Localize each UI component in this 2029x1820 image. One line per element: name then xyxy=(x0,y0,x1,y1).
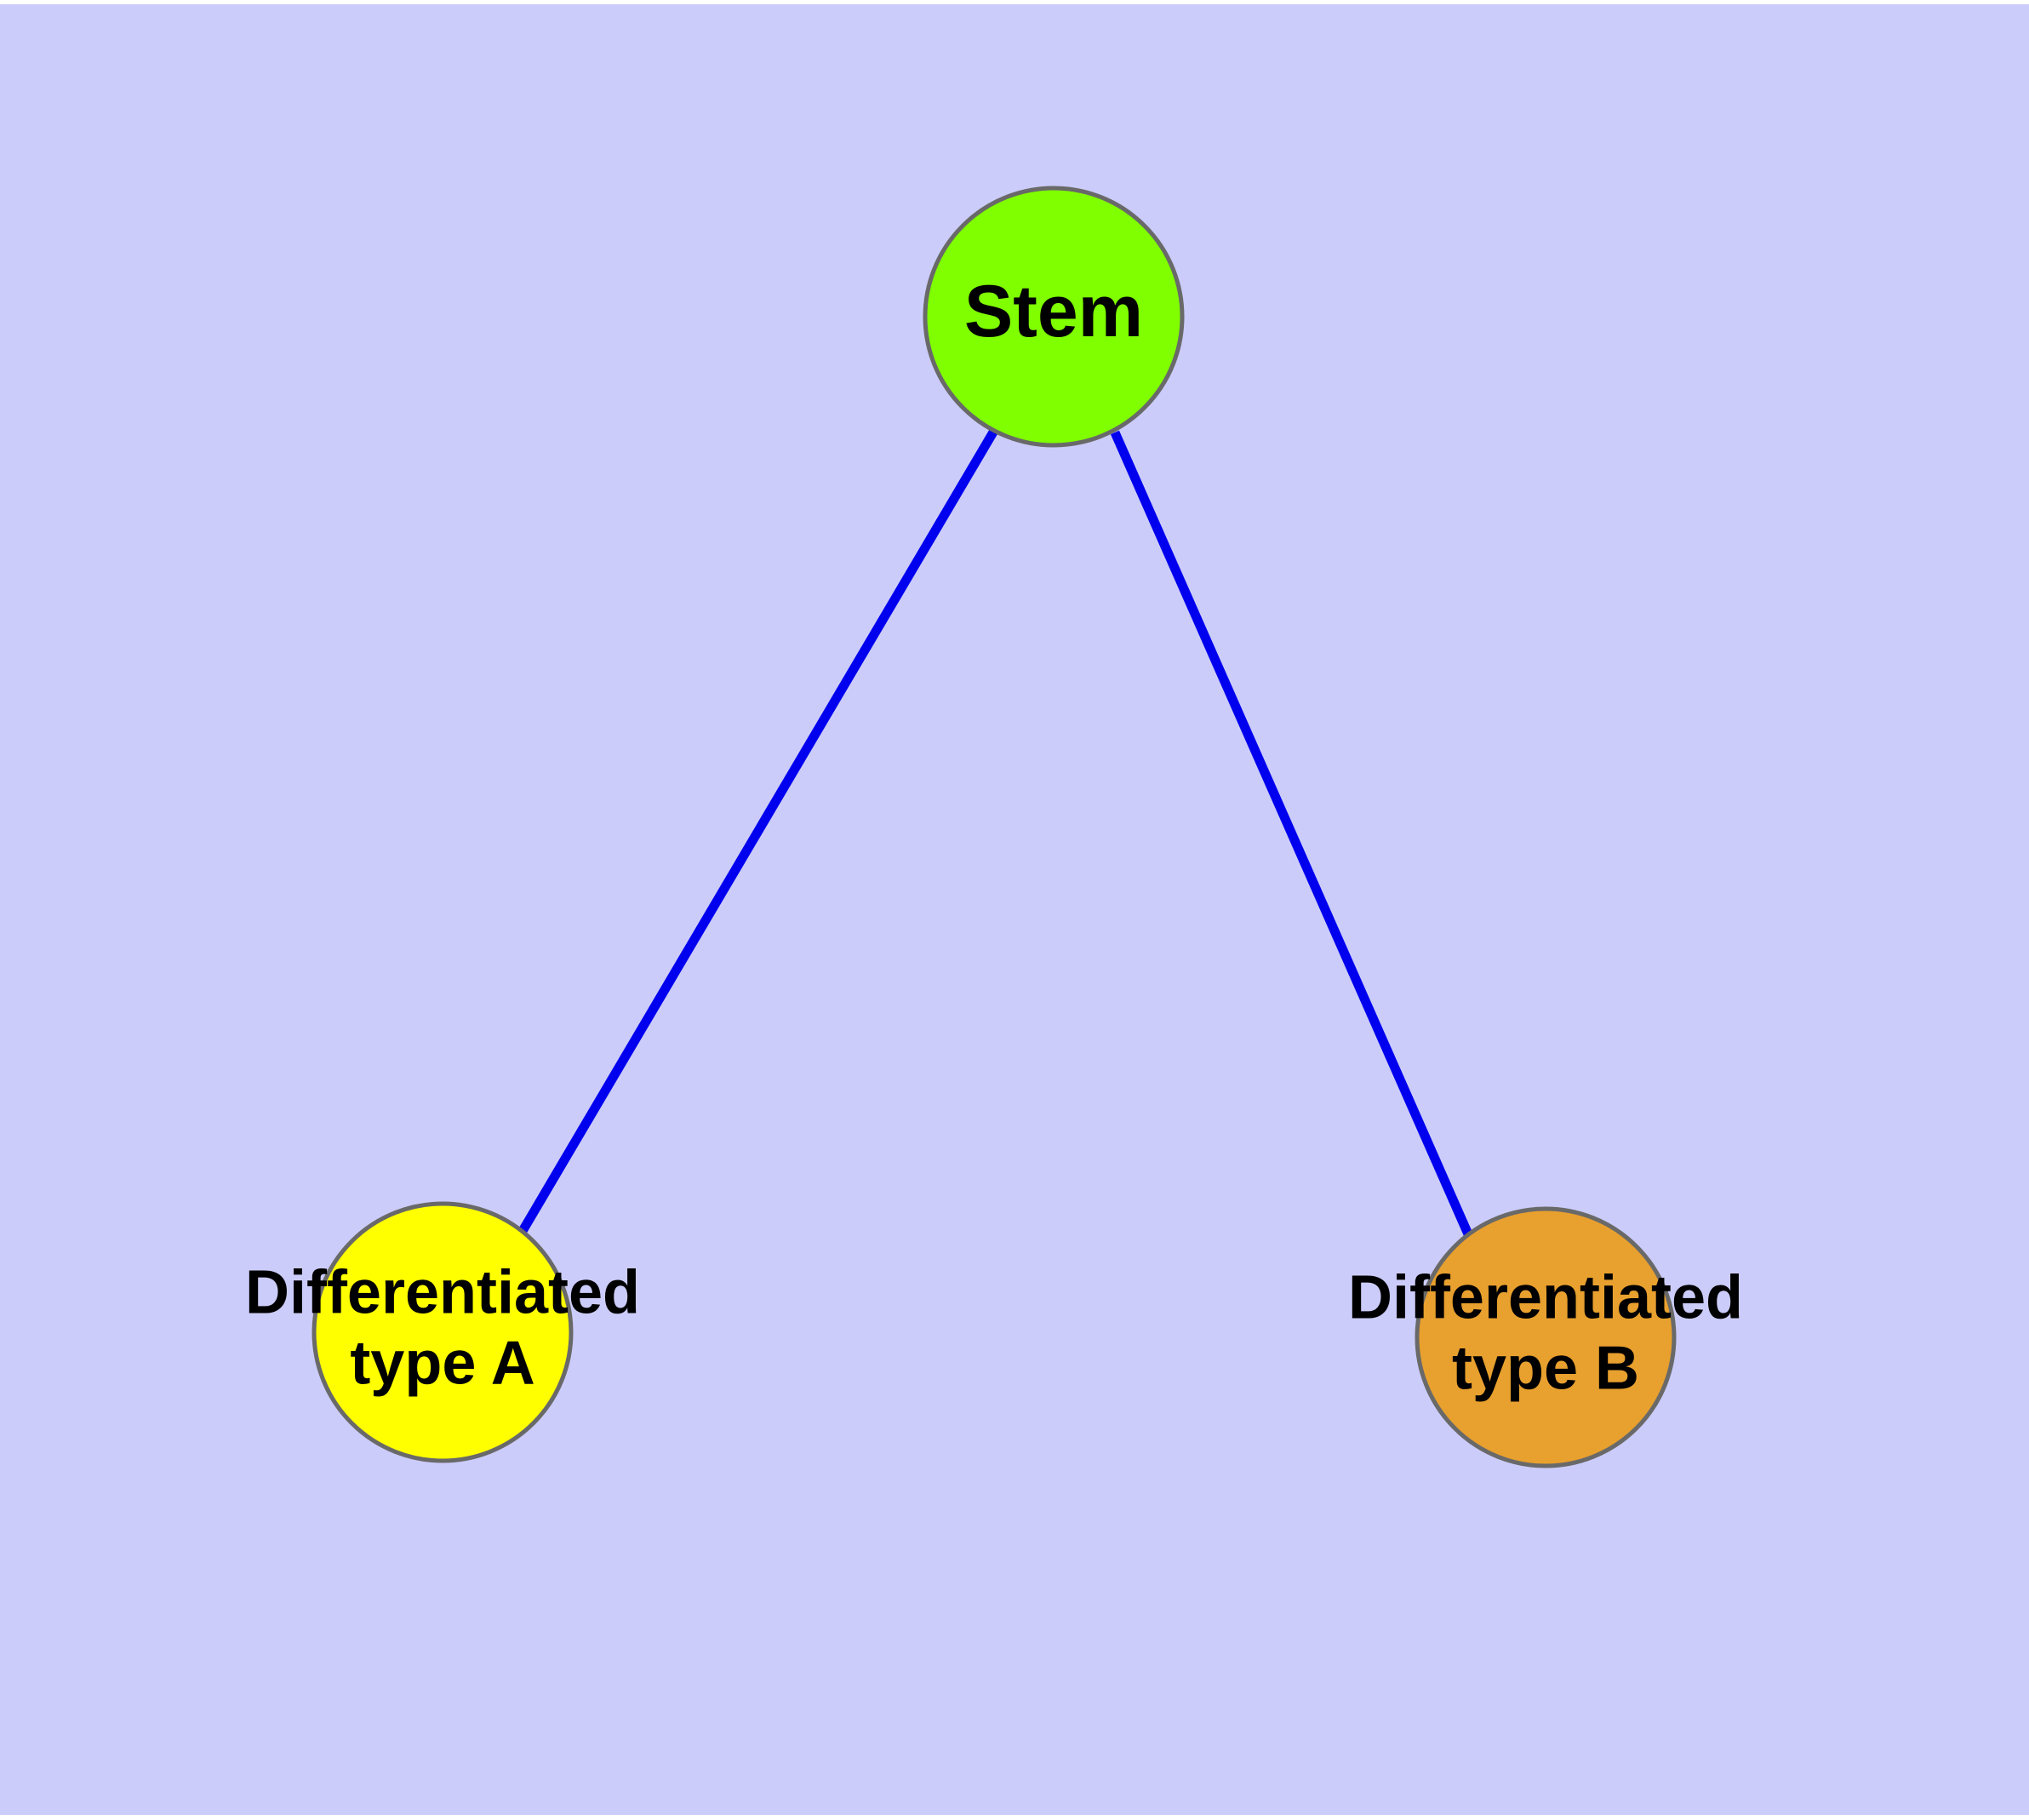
edge-stem-to-differentiated-type-a[interactable] xyxy=(518,428,998,1233)
node-circle-differentiated-type-b[interactable] xyxy=(1415,1206,1677,1468)
node-label-line: type A xyxy=(350,1329,534,1397)
node-label-stem: Stem xyxy=(964,271,1143,352)
nodes-layer xyxy=(311,186,1677,1468)
node-label-line: Differentiated xyxy=(1348,1264,1743,1332)
node-circle-stem[interactable] xyxy=(923,186,1185,448)
node-label-line: Stem xyxy=(964,271,1143,352)
node-label-line: type B xyxy=(1452,1334,1639,1402)
node-label-line: Differentiated xyxy=(245,1259,640,1327)
edge-stem-to-differentiated-type-b[interactable] xyxy=(1110,430,1474,1239)
edges-layer xyxy=(518,428,1474,1239)
node-circle-differentiated-type-a[interactable] xyxy=(311,1201,574,1463)
